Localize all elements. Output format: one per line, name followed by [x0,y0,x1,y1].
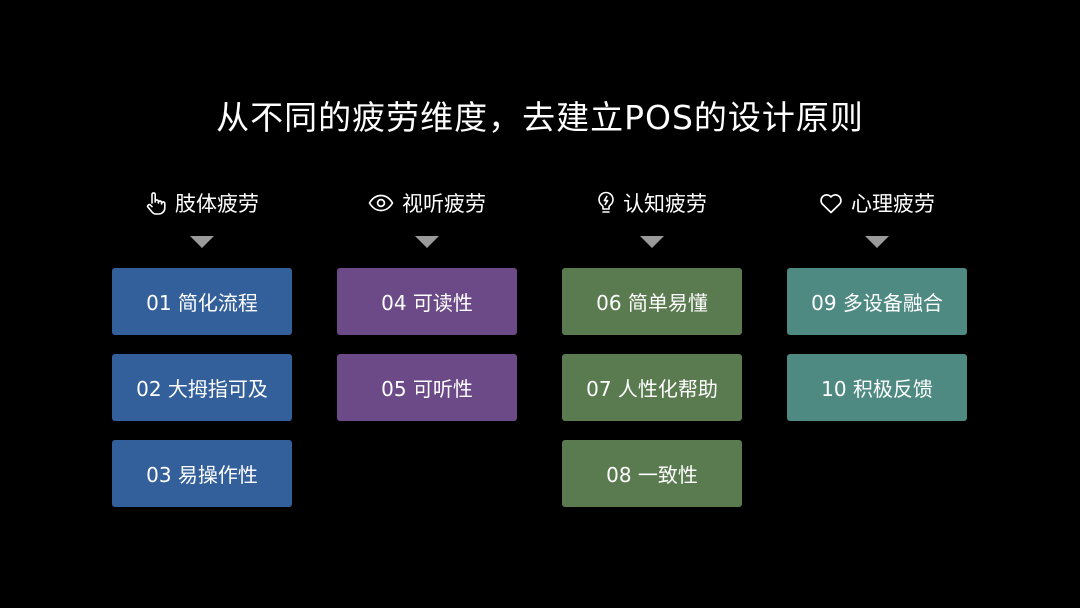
down-arrow-icon [640,236,664,248]
column-label: 视听疲劳 [402,192,486,216]
principle-card: 06 简单易懂 [562,268,742,335]
column-header: 肢体疲劳 [112,186,292,220]
principle-card: 07 人性化帮助 [562,354,742,421]
principle-card: 09 多设备融合 [787,268,967,335]
column-psychological-fatigue: 心理疲劳 09 多设备融合 10 积极反馈 [787,186,967,421]
principle-card: 08 一致性 [562,440,742,507]
principle-card: 01 简化流程 [112,268,292,335]
principle-card: 04 可读性 [337,268,517,335]
down-arrow-icon [415,236,439,248]
column-header: 心理疲劳 [787,186,967,220]
column-header: 认知疲劳 [562,186,742,220]
column-physical-fatigue: 肢体疲劳 01 简化流程 02 大拇指可及 03 易操作性 [112,186,292,507]
lightbulb-icon [597,191,615,215]
eye-icon [368,194,394,212]
hand-pointer-icon [145,191,167,215]
column-cognitive-fatigue: 认知疲劳 06 简单易懂 07 人性化帮助 08 一致性 [562,186,742,507]
down-arrow-icon [190,236,214,248]
column-label: 肢体疲劳 [175,192,259,216]
heart-icon [819,193,843,214]
column-label: 认知疲劳 [623,192,707,216]
principle-card: 02 大拇指可及 [112,354,292,421]
down-arrow-icon [865,236,889,248]
column-header: 视听疲劳 [337,186,517,220]
column-audiovisual-fatigue: 视听疲劳 04 可读性 05 可听性 [337,186,517,421]
principle-card: 10 积极反馈 [787,354,967,421]
principle-card: 03 易操作性 [112,440,292,507]
principle-card: 05 可听性 [337,354,517,421]
column-label: 心理疲劳 [851,192,935,216]
page-title: 从不同的疲劳维度，去建立POS的设计原则 [216,98,864,137]
